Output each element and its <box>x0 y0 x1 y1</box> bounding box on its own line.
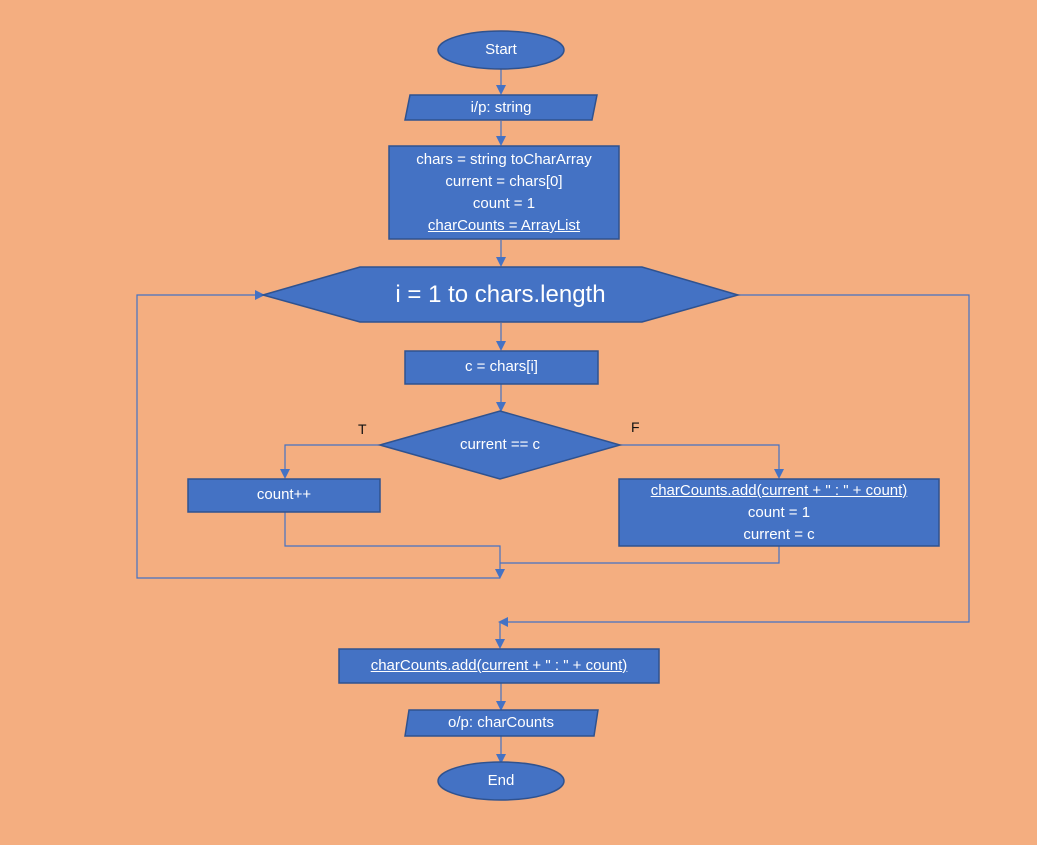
add-reset-line-2: count = 1 <box>747 504 811 521</box>
start-label: Start <box>485 41 517 58</box>
input-label: i/p: string <box>470 99 532 116</box>
add-reset-node <box>618 478 940 547</box>
assign-node <box>404 350 599 385</box>
false-branch-label: F <box>631 419 640 435</box>
end-node <box>437 761 565 801</box>
final-add-node <box>338 648 660 684</box>
assign-label: c = chars[i] <box>465 358 538 375</box>
input-node <box>404 94 598 121</box>
edge-increment-merge <box>284 512 505 579</box>
init-line-1: chars = string toCharArray <box>416 151 592 168</box>
add-reset-label: charCounts.add(current + " : " + count) … <box>619 480 939 546</box>
increment-label: count++ <box>256 486 312 503</box>
increment-node <box>187 478 381 513</box>
init-label: chars = string toCharArray current = cha… <box>389 148 619 238</box>
output-label: o/p: charCounts <box>448 714 554 731</box>
connectors <box>136 69 970 764</box>
edge-decision-true <box>280 444 380 479</box>
add-reset-line-1: charCounts.add(current + " : " + count) <box>650 482 908 499</box>
true-branch-label: T <box>358 421 367 437</box>
loop-label: i = 1 to chars.length <box>395 281 606 308</box>
init-node <box>388 145 620 240</box>
end-label: End <box>487 772 515 789</box>
edge-decision-false <box>620 444 784 479</box>
init-line-3: count = 1 <box>472 195 536 212</box>
output-node <box>404 709 599 737</box>
init-line-2: current = chars[0] <box>445 173 563 190</box>
edge-loop-back <box>136 290 500 579</box>
final-add-label: charCounts.add(current + " : " + count) <box>370 657 628 674</box>
decision-node <box>377 410 623 480</box>
add-reset-line-3: current = c <box>743 526 815 543</box>
decision-label: current == c <box>459 436 541 453</box>
init-line-4: charCounts = ArrayList <box>427 217 581 234</box>
loop-node <box>260 266 741 323</box>
edge-add-reset-merge <box>500 546 780 564</box>
start-node <box>437 30 565 70</box>
edge-loop-exit <box>498 294 970 627</box>
